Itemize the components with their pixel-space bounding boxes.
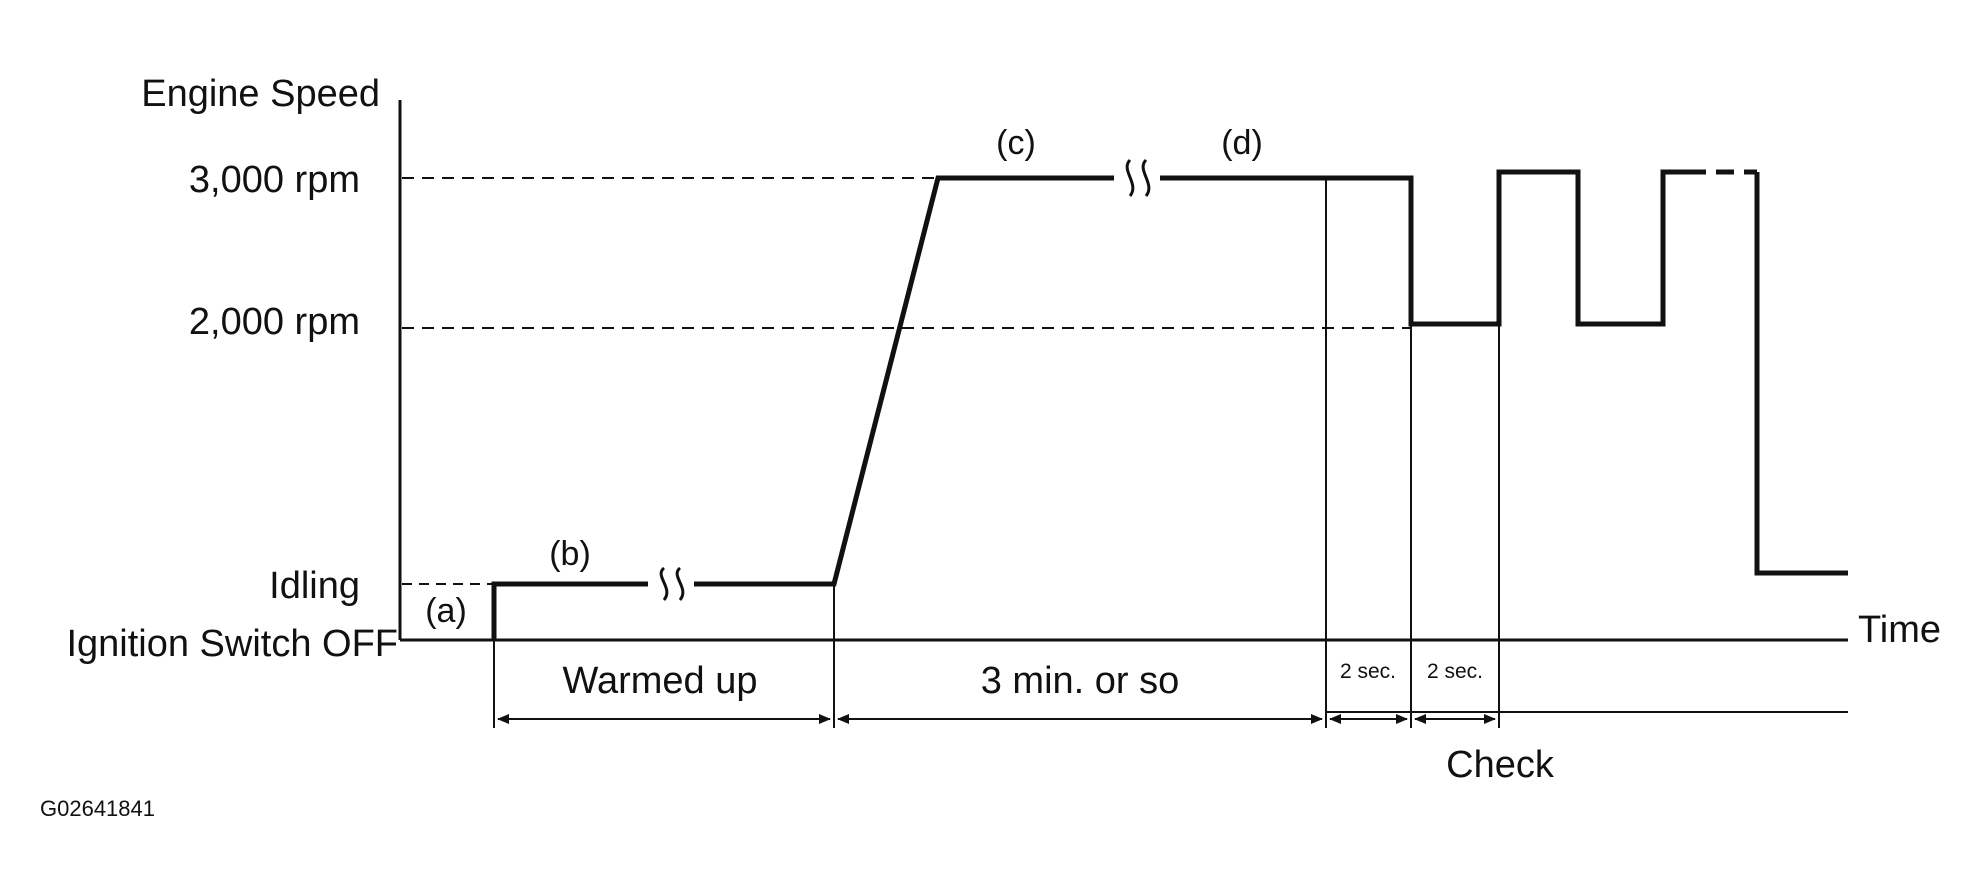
speed-trace (491, 169, 1688, 640)
x-axis-title: Time (1858, 609, 1941, 651)
speed-trace-drop (1754, 172, 1848, 576)
level-label-3000: 3,000 rpm (189, 159, 360, 201)
marker-d: (d) (1221, 124, 1263, 162)
marker-a: (a) (425, 592, 467, 630)
figure-code: G02641841 (40, 796, 155, 821)
break-symbol-idle (648, 566, 694, 601)
break-symbol-3000 (1114, 158, 1160, 197)
y-axis-title: Engine Speed (141, 73, 380, 115)
level-label-ignition-off: Ignition Switch OFF (66, 623, 398, 665)
interval-warmed-up: Warmed up (563, 660, 758, 702)
interval-2sec-first: 2 sec. (1340, 660, 1396, 683)
interval-3min: 3 min. or so (981, 660, 1180, 702)
marker-b: (b) (549, 535, 591, 573)
level-label-idling: Idling (269, 565, 360, 607)
check-label: Check (1446, 744, 1555, 786)
level-label-2000: 2,000 rpm (189, 301, 360, 343)
marker-c: (c) (996, 124, 1036, 162)
interval-2sec-second: 2 sec. (1427, 660, 1483, 683)
